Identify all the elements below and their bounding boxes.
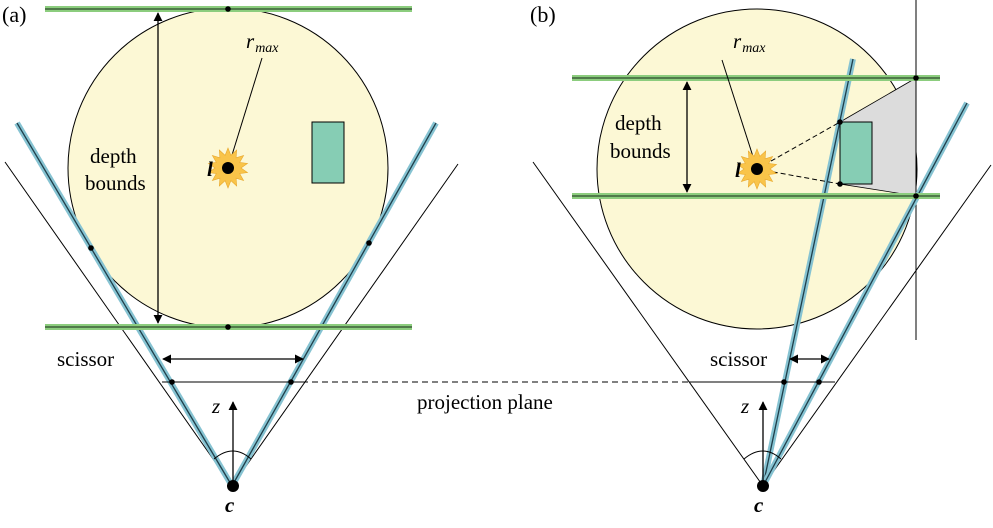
scissor-plane-right [229,121,439,488]
frustum-left-edge [532,161,764,487]
camera-label: c [754,493,764,517]
fov-arc [743,450,782,460]
projection-plane-label: projection plane [417,390,553,414]
scissor-plane-left [760,58,856,487]
light-source-dot [222,162,234,174]
r-max-label: rmax [246,29,279,56]
intersection-points [88,6,372,385]
radius-line [227,57,263,169]
light-source-dot [751,163,763,175]
light-label: l [735,158,741,182]
frustum-right-edge [762,164,992,487]
intersection-points [781,75,919,385]
scissor-label: scissor [710,347,767,371]
radius-line [721,59,758,170]
light-ray-lower [756,168,841,185]
scissor-label: scissor [57,347,114,371]
panel-b-label: (b) [530,2,556,27]
scissor-plane-left [14,121,235,488]
fov-arc [213,450,252,460]
depth-bounds-label-line1: depth [615,111,662,135]
panel-b: (b) rmax depth bounds l scissor z c [530,0,992,517]
z-label: z [211,394,220,418]
camera-point [757,480,769,492]
occluder-box [839,121,873,185]
camera-label: c [225,493,235,517]
panel-a: (a) rmax depth bounds l scissor z c [2,2,459,517]
r-max-label: rmax [733,29,766,56]
panel-a-label: (a) [2,2,26,27]
depth-bounds-label-line1: depth [90,144,137,168]
scissor-plane-right [760,101,970,488]
depth-bounds-label-line2: bounds [610,139,671,163]
occluder-box [311,121,345,184]
light-label: l [207,157,213,181]
z-label: z [740,394,749,418]
camera-point [227,480,239,492]
depth-bounds-label-line2: bounds [85,171,146,195]
